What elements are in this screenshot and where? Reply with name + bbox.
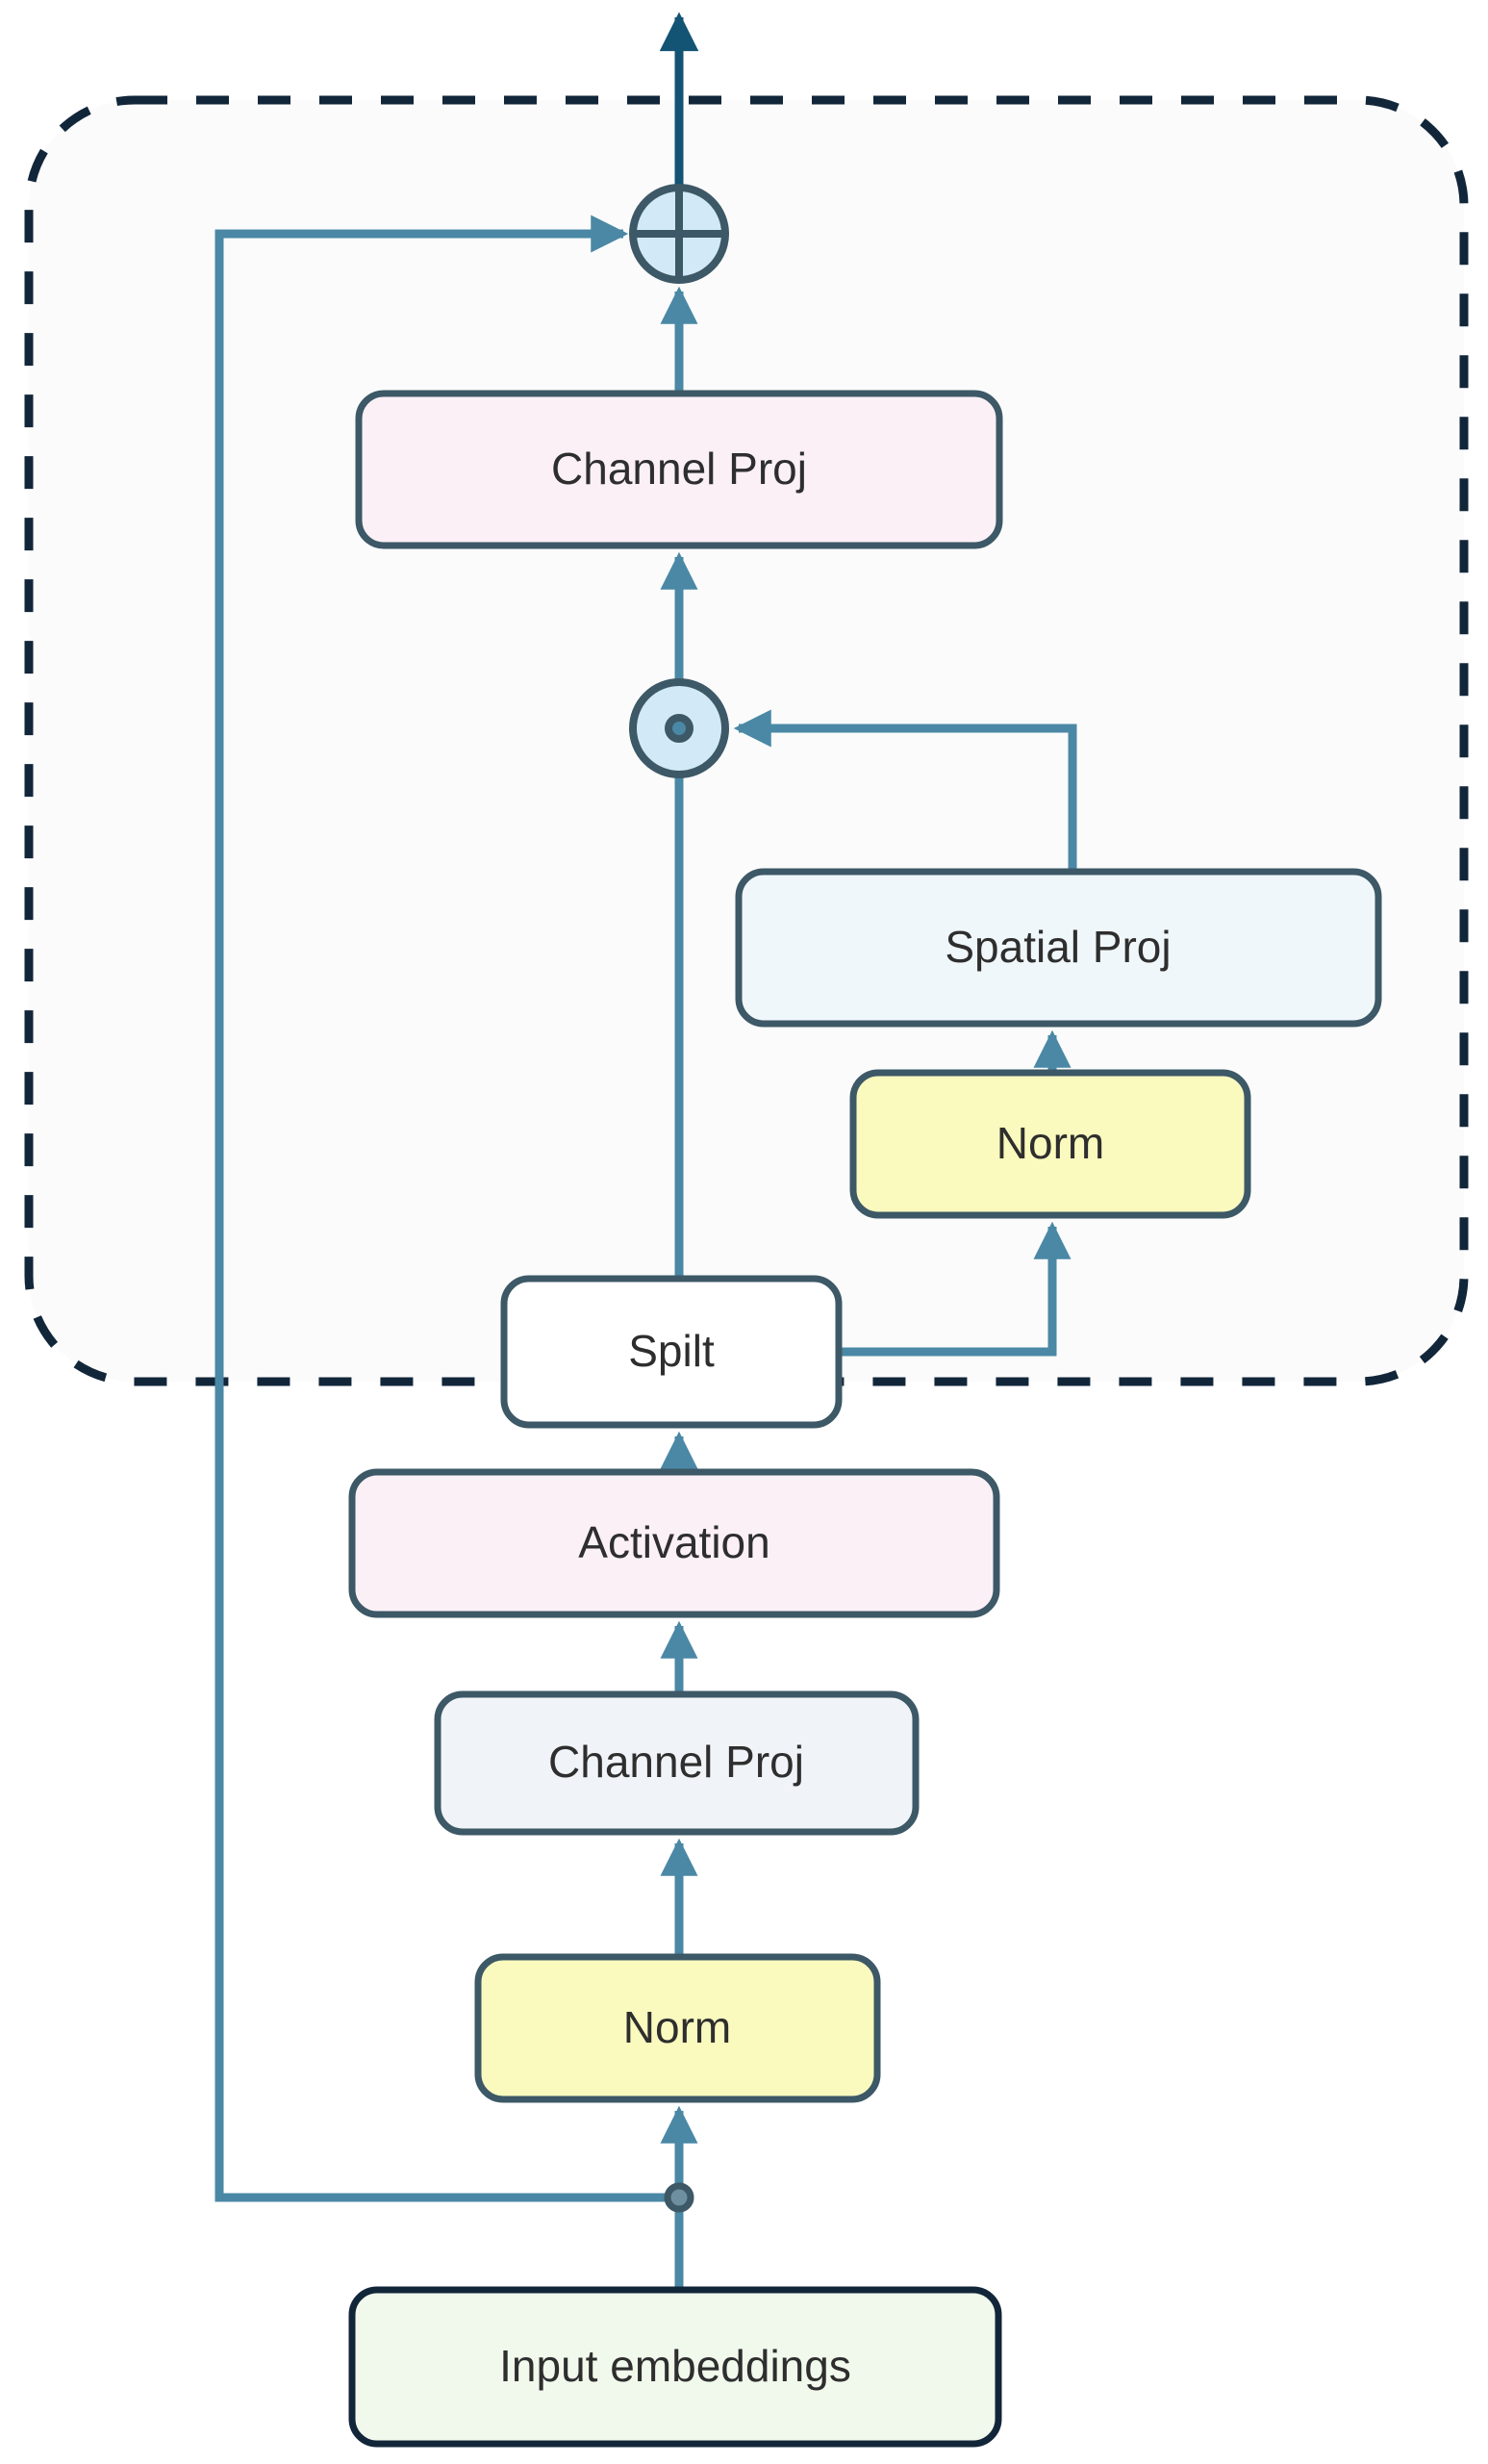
elementwise-multiply-operator[interactable] — [629, 678, 729, 778]
residual-branch-junction-dot — [664, 2182, 694, 2213]
split-box[interactable]: Spilt — [500, 1275, 843, 1429]
residual-add-operator[interactable] — [629, 184, 729, 284]
channel-proj-output-box[interactable]: Channel Proj — [355, 390, 1003, 549]
input-embeddings-box[interactable]: Input embeddings — [348, 2286, 1002, 2448]
spatial-proj-box-shape — [735, 868, 1382, 1028]
split-to-norm-edge — [839, 1221, 1072, 1357]
dot-glyph-icon — [665, 714, 694, 743]
spatial-proj-to-multiply-edge — [733, 709, 1077, 872]
spatial-proj-box[interactable]: Spatial Proj — [735, 868, 1382, 1028]
residual-connection-edge — [214, 215, 679, 2202]
channel-proj-input-box[interactable]: Channel Proj — [434, 1690, 920, 1836]
channel-proj-output-box-shape — [355, 390, 1003, 549]
split-box-shape — [500, 1275, 843, 1429]
channel-proj-input-box-shape — [434, 1690, 920, 1836]
norm-spatial-box[interactable]: Norm — [849, 1069, 1251, 1219]
activation-box[interactable]: Activation — [348, 1468, 1000, 1618]
input-embeddings-box-shape — [348, 2286, 1002, 2448]
norm-input-box-shape — [474, 1953, 881, 2103]
plus-glyph-icon — [633, 188, 725, 280]
norm-spatial-box-shape — [849, 1069, 1251, 1219]
activation-box-shape — [348, 1468, 1000, 1618]
norm-input-box[interactable]: Norm — [474, 1953, 881, 2103]
